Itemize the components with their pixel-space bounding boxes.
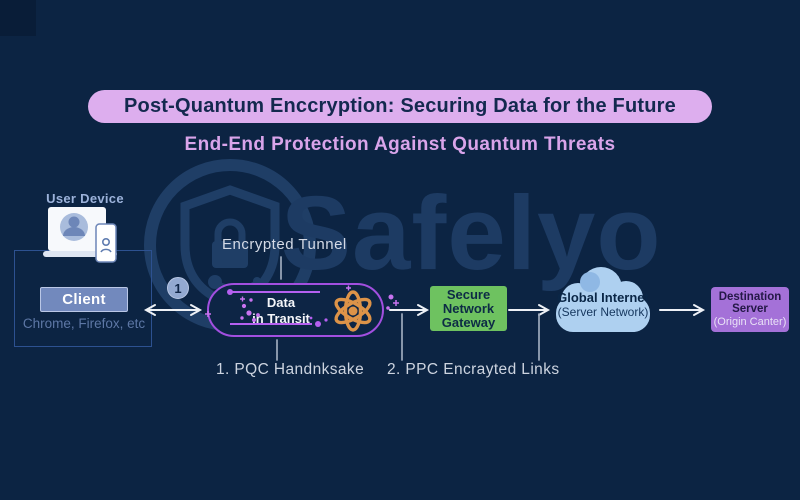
- data-in-transit-line1: Data: [266, 295, 296, 310]
- global-internet-node: Global Internet (Server Network): [548, 266, 658, 336]
- destination-line2: Server: [732, 303, 768, 315]
- corner-decoration: [0, 0, 36, 36]
- destination-line1: Destination: [718, 290, 782, 303]
- browsers-caption: Chrome, Firefox, etc: [22, 316, 146, 331]
- cloud-icon: [556, 267, 650, 332]
- destination-caption: (Origin Canter): [713, 315, 787, 328]
- page-title: Post-Quantum Enccryption: Securing Data …: [88, 90, 712, 123]
- laptop-phone-icon: [43, 207, 117, 263]
- arrow-tunnel-to-gateway: [389, 304, 430, 316]
- page-subtitle: End-End Protection Against Quantum Threa…: [184, 134, 616, 155]
- data-in-transit-node: Data in Transit: [233, 295, 329, 327]
- cloud-text: Global Internet (Server Network): [548, 290, 658, 319]
- gateway-line2: Network: [442, 300, 495, 316]
- step-1-badge: 1: [167, 277, 189, 299]
- secure-network-gateway-node: Secure Network Gateway: [430, 286, 507, 331]
- internet-name: Global Internet: [557, 290, 649, 305]
- data-in-transit-line2: in Transit: [252, 311, 310, 326]
- encrypted-tunnel-label: Encrypted Tunnel: [222, 236, 347, 253]
- arrow-gateway-to-internet: [508, 304, 551, 316]
- step1-annotation: 1. PQC Handnksake: [216, 361, 365, 378]
- internet-caption: (Server Network): [557, 305, 649, 319]
- encrypted-tunnel-capsule: Data in Transit: [207, 283, 384, 337]
- gateway-line1: Secure: [446, 286, 491, 302]
- atom-icon: [334, 290, 372, 332]
- step2-annotation: 2. PPC Encrayted Links: [387, 361, 560, 378]
- gateway-line3: Gateway: [441, 314, 496, 330]
- client-button: Client: [40, 287, 128, 312]
- arrow-internet-to-destination: [659, 304, 706, 316]
- user-device-label: User Device: [46, 191, 124, 206]
- destination-server-node: Destination Server (Origin Canter): [711, 287, 789, 332]
